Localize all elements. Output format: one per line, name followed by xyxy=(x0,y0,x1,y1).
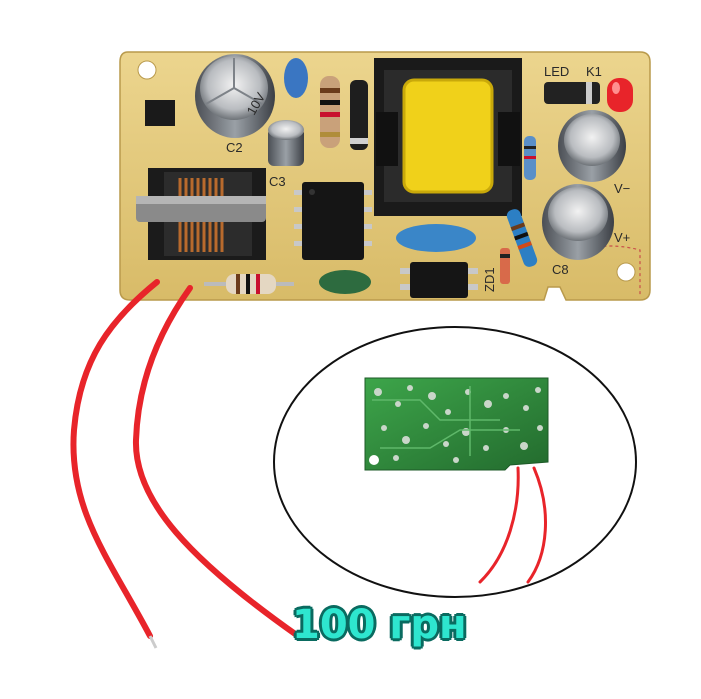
capacitor-output-1 xyxy=(558,110,626,182)
ceramic-capacitor-blue xyxy=(284,58,308,98)
silk-vplus: V+ xyxy=(614,230,630,245)
led-indicator xyxy=(607,78,633,112)
silk-c2: C2 xyxy=(226,140,243,155)
silk-c3: C3 xyxy=(269,174,286,189)
resistor-vertical xyxy=(320,76,340,148)
price-label: 100 грн xyxy=(292,602,467,648)
wire-tip xyxy=(148,635,158,649)
capacitor-c3 xyxy=(268,120,304,166)
zener-diode xyxy=(500,248,510,284)
capacitor-c8 xyxy=(542,184,614,260)
silk-k1: K1 xyxy=(586,64,602,79)
capacitor-c2: 10V xyxy=(195,54,275,138)
silk-zd1: ZD1 xyxy=(482,267,497,292)
y-capacitor-blue xyxy=(396,224,476,252)
silk-led: LED xyxy=(544,64,569,79)
silk-c8: C8 xyxy=(552,262,569,277)
red-wires xyxy=(70,279,301,639)
resistor-small xyxy=(524,136,536,180)
optocoupler xyxy=(400,262,478,298)
capacitor-green xyxy=(319,270,371,294)
pcb-inset xyxy=(364,377,549,471)
inductor-choke xyxy=(136,168,266,260)
resistor-bottom xyxy=(204,274,294,294)
smd-transistor xyxy=(145,100,175,126)
silk-vminus: V− xyxy=(614,181,630,196)
inset-wires xyxy=(478,466,547,584)
ic-chip xyxy=(294,182,372,260)
resistor-blue xyxy=(506,209,538,267)
diode-vertical xyxy=(350,80,368,150)
output-diode xyxy=(544,82,600,104)
transformer xyxy=(374,58,522,216)
